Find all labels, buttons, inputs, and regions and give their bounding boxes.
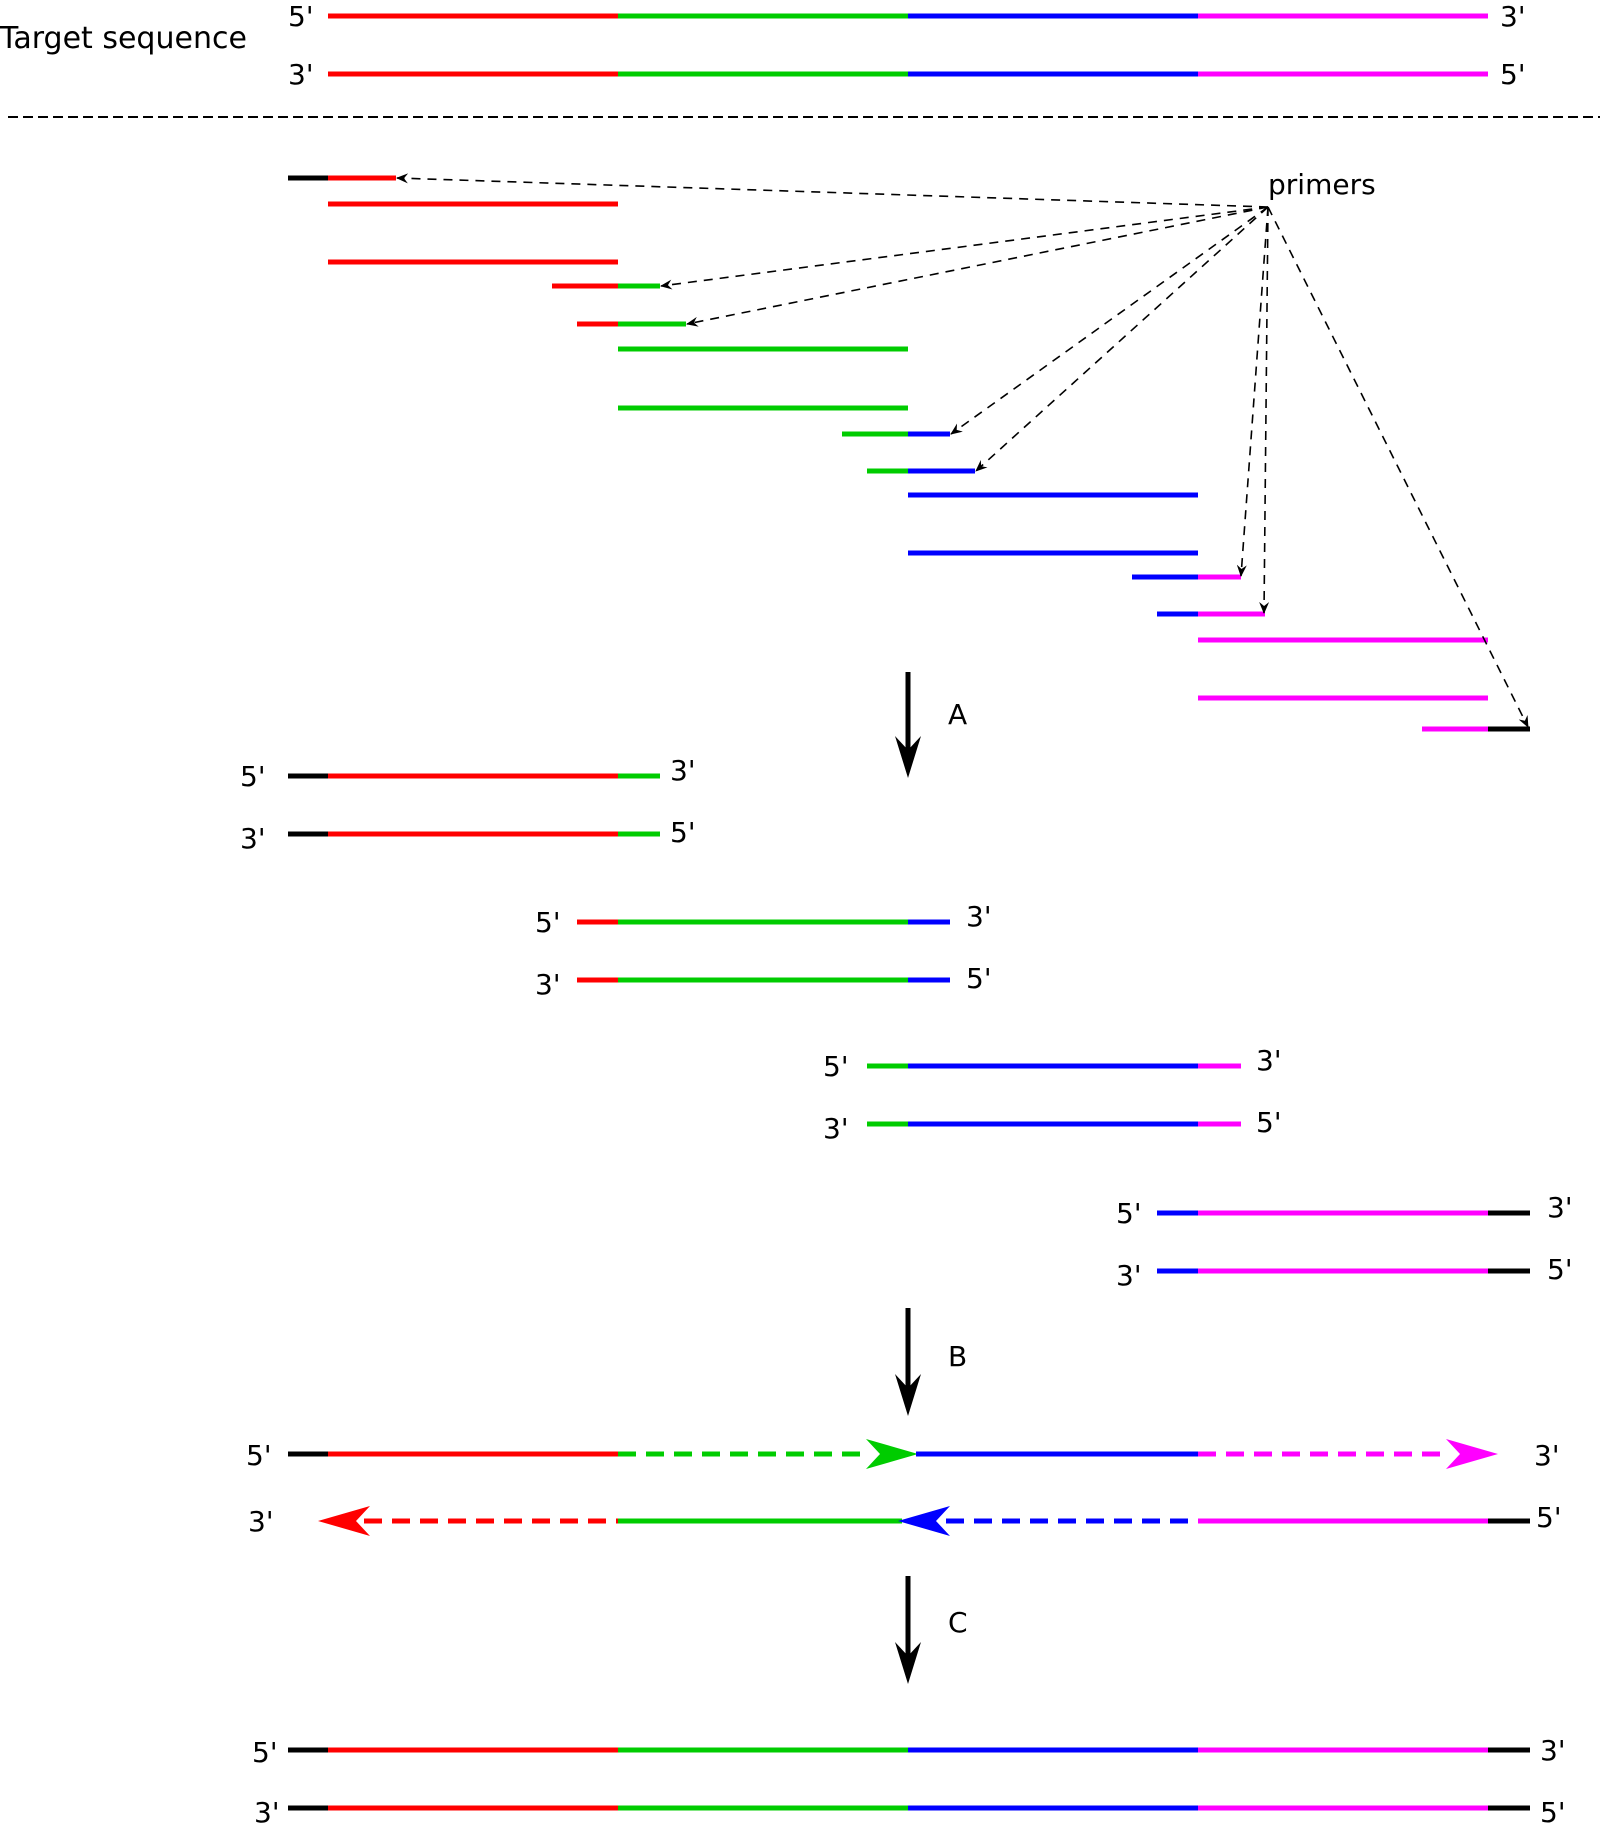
primer-pointer-7 [1259,206,1270,614]
primer-pointer-8 [1267,206,1529,728]
product-1-top-5prime-label: 5' [240,760,266,793]
product-4-bottom-3prime-label: 3' [1116,1259,1142,1292]
primer-pointer-4 [950,206,1269,435]
extension-green-arrowhead [866,1439,918,1469]
final-top-3prime-label: 3' [1540,1734,1566,1767]
extension-top-5prime-label: 5' [246,1439,272,1472]
product-1-bottom-5prime-label: 5' [670,816,696,849]
target-top-5prime-label: 5' [288,0,314,33]
extension-blue-arrowhead [898,1506,950,1536]
step-c-label: C [948,1606,968,1639]
primer-pointer-2 [660,206,1269,290]
final-bottom-3prime-label: 3' [254,1796,280,1824]
product-2-top-5prime-label: 5' [535,906,561,939]
step-a-arrow [895,672,921,778]
extension-bottom-3prime-label: 3' [248,1505,274,1538]
primer-pointer-3 [686,206,1269,327]
step-c-arrow [895,1576,921,1684]
product-3-top-5prime-label: 5' [823,1050,849,1083]
target-top-3prime-label: 3' [1500,0,1526,33]
product-2-top-3prime-label: 3' [966,900,992,933]
primer-pointer-5 [975,206,1269,472]
product-2-bottom-5prime-label: 5' [966,962,992,995]
final-bottom-5prime-label: 5' [1540,1796,1566,1824]
product-1-bottom-3prime-label: 3' [240,822,266,855]
extension-top-3prime-label: 3' [1534,1439,1560,1472]
final-top-5prime-label: 5' [252,1736,278,1769]
step-b-label: B [948,1340,967,1373]
product-4-bottom-5prime-label: 5' [1547,1253,1573,1286]
target-bottom-3prime-label: 3' [288,58,314,91]
primers-label: primers [1268,168,1376,201]
product-1-top-3prime-label: 3' [670,754,696,787]
extension-magenta-arrowhead [1446,1439,1498,1469]
product-3-bottom-5prime-label: 5' [1256,1106,1282,1139]
primer-pointer-6 [1236,206,1269,577]
target-bottom-5prime-label: 5' [1500,58,1526,91]
primer-pointer-1 [396,173,1269,208]
product-4-top-3prime-label: 3' [1547,1191,1573,1224]
product-2-bottom-3prime-label: 3' [535,968,561,1001]
extension-bottom-5prime-label: 5' [1536,1501,1562,1534]
target-sequence-label: Target sequence [0,21,247,56]
product-3-bottom-3prime-label: 3' [823,1112,849,1145]
step-a-label: A [948,698,967,731]
extension-red-arrowhead [318,1506,370,1536]
step-b-arrow [895,1308,921,1416]
product-4-top-5prime-label: 5' [1116,1197,1142,1230]
product-3-top-3prime-label: 3' [1256,1044,1282,1077]
